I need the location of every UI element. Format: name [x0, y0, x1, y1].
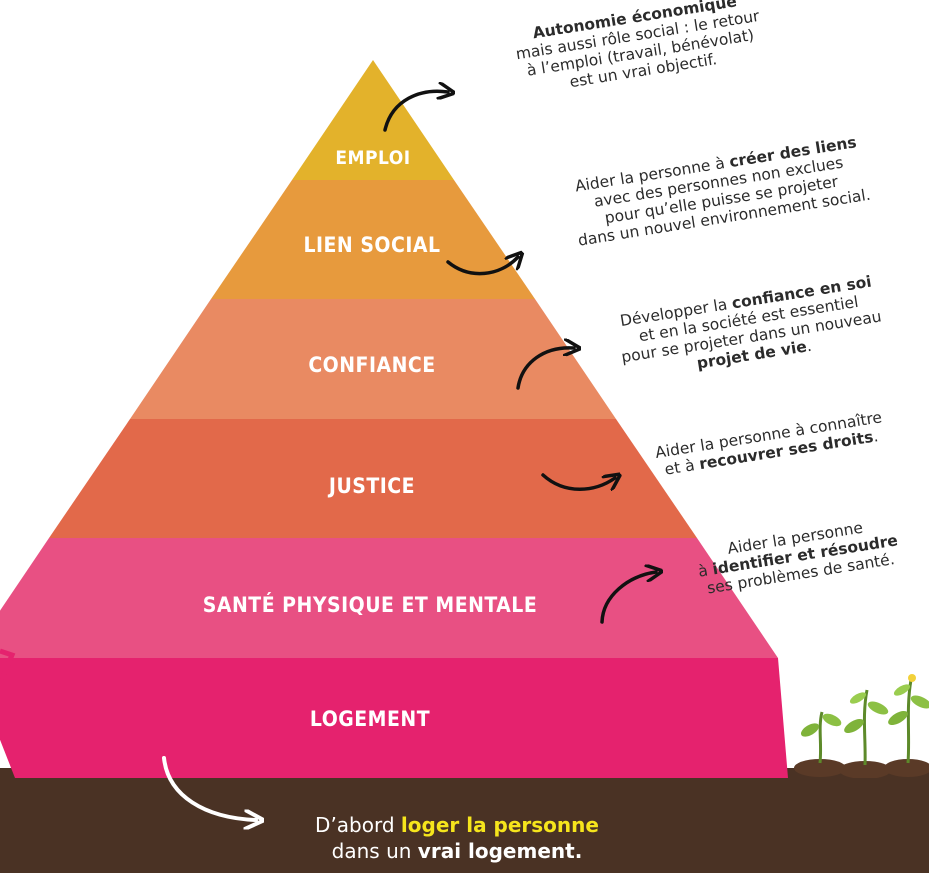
- layer-sante: [0, 538, 778, 658]
- layer-justice: [49, 419, 697, 538]
- layer-lien-social: [211, 180, 535, 299]
- arrow-lien-social-icon: [446, 257, 518, 276]
- layer-label-emploi: EMPLOI: [335, 147, 411, 169]
- bottom-caption: D’abord loger la personne dans un vrai l…: [315, 812, 599, 864]
- arrow-confiance-icon: [516, 348, 574, 390]
- layer-label-justice: JUSTICE: [328, 474, 416, 498]
- ground-band: [0, 768, 929, 873]
- bottom-prefix: D’abord: [315, 813, 401, 837]
- layer-emploi: [292, 60, 454, 180]
- edge-mark-icon: [0, 648, 16, 680]
- bottom-bold: vrai logement.: [417, 839, 583, 863]
- bottom-highlight: loger la personne: [400, 813, 599, 837]
- arrow-logement-icon: [162, 756, 256, 820]
- layer-label-logement: LOGEMENT: [309, 707, 431, 731]
- arrow-emploi-icon: [383, 91, 448, 132]
- layer-label-confiance: CONFIANCE: [308, 353, 436, 377]
- layer-confiance: [130, 299, 616, 419]
- arrow-sante-icon: [600, 572, 656, 624]
- sprouts-icon: [794, 674, 929, 778]
- layer-label-sante: SANTÉ PHYSIQUE ET MENTALE: [202, 593, 538, 617]
- bottom-prefix2: dans un: [331, 839, 418, 863]
- layer-logement: [0, 658, 788, 778]
- layer-label-lien-social: LIEN SOCIAL: [303, 233, 441, 257]
- arrow-justice-icon: [541, 475, 615, 489]
